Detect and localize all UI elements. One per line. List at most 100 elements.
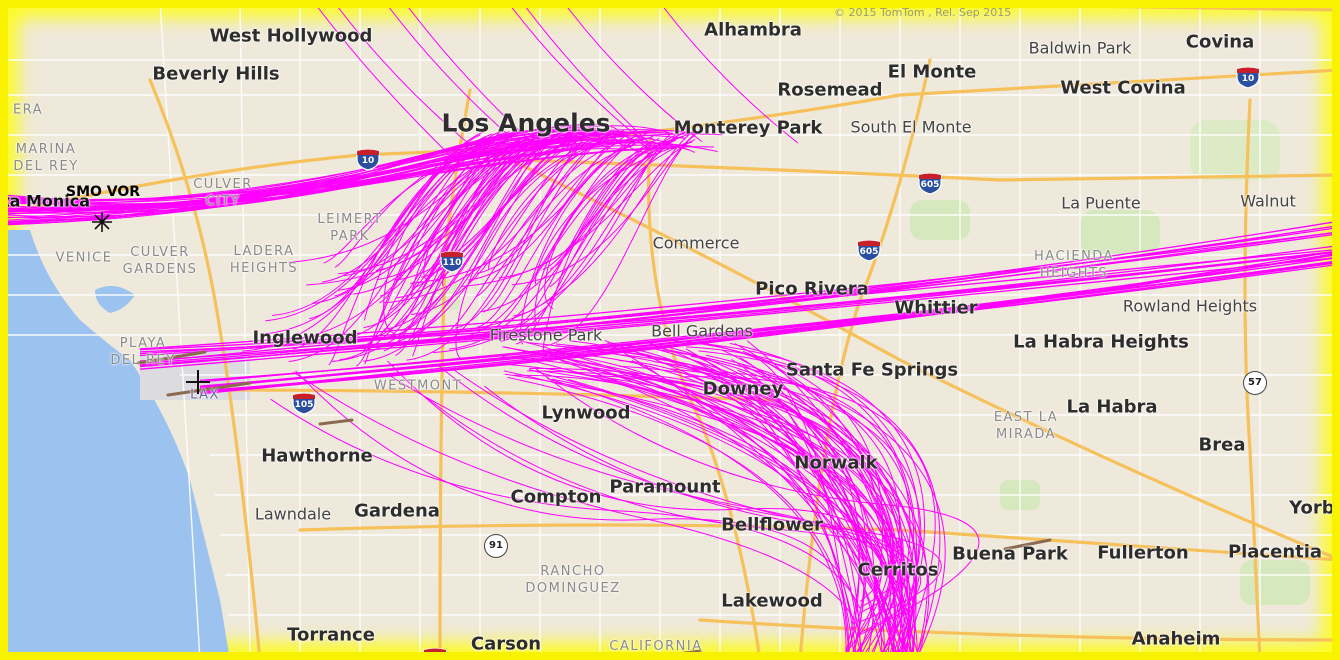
flight-track bbox=[338, 136, 535, 275]
flight-track bbox=[8, 130, 683, 222]
flight-track bbox=[139, 221, 1332, 351]
flight-track bbox=[322, 141, 530, 283]
flight-track bbox=[461, 138, 696, 287]
place-label-fullerton: Fullerton bbox=[1097, 542, 1189, 564]
place-label-covina: Covina bbox=[1185, 31, 1255, 53]
place-label-yorba: Yorba bbox=[1289, 497, 1332, 519]
flight-track bbox=[731, 358, 900, 652]
place-label-cerritos: Cerritos bbox=[857, 559, 939, 581]
place-label-commerce: Commerce bbox=[652, 233, 740, 253]
place-label-alhambra: Alhambra bbox=[704, 19, 802, 41]
place-label-la-habra: La Habra bbox=[1066, 396, 1158, 418]
flight-track bbox=[468, 129, 625, 281]
neighborhood-label: VENICE bbox=[55, 250, 113, 266]
neighborhood-label: CALIFORNIAHEIGHTS bbox=[609, 639, 703, 652]
flight-track bbox=[387, 360, 883, 631]
flight-track bbox=[504, 373, 893, 652]
shield-number: 110 bbox=[442, 258, 462, 268]
freeway-sr57 bbox=[1243, 98, 1262, 652]
neighborhood-label: ERA bbox=[12, 102, 44, 118]
interstate-shield-icon: 10 bbox=[1235, 66, 1261, 89]
flight-track bbox=[199, 251, 1332, 392]
flight-track bbox=[512, 132, 683, 317]
place-label-firestone-park: Firestone Park bbox=[489, 325, 603, 345]
flight-track bbox=[721, 349, 903, 652]
freeway-i405 bbox=[148, 78, 261, 652]
flight-track bbox=[542, 133, 697, 347]
flight-track bbox=[560, 360, 896, 652]
freeway-sr60 bbox=[518, 158, 1332, 182]
freeway-i710 bbox=[647, 138, 761, 652]
shield-number: 605 bbox=[920, 180, 940, 190]
flight-track bbox=[691, 367, 904, 652]
place-label-bell-gardens: Bell Gardens bbox=[651, 321, 753, 341]
flight-track bbox=[475, 143, 637, 298]
place-label-carson: Carson bbox=[470, 633, 542, 653]
flight-track bbox=[683, 340, 884, 652]
flight-track bbox=[528, 368, 911, 652]
freeway-i105 bbox=[208, 388, 782, 402]
flight-track bbox=[662, 348, 946, 652]
place-label-placentia: Placentia bbox=[1227, 541, 1323, 563]
place-label-santa-monica: ta Monica bbox=[8, 191, 91, 211]
flight-track bbox=[408, 8, 544, 154]
flight-track bbox=[517, 140, 655, 325]
neighborhood-label: WESTMONT bbox=[373, 378, 463, 394]
map-canvas[interactable]: © 2015 TomTom , Rel. Sep 2015 West Holly… bbox=[8, 8, 1332, 652]
flight-track bbox=[686, 346, 918, 652]
flight-track bbox=[317, 8, 453, 158]
freeway-i605 bbox=[799, 58, 932, 652]
flight-track bbox=[383, 138, 603, 304]
flight-track bbox=[423, 131, 555, 280]
flight-track bbox=[437, 365, 911, 614]
flight-track bbox=[389, 375, 884, 602]
flight-track bbox=[746, 340, 895, 652]
flight-track bbox=[647, 342, 907, 652]
airport-icon bbox=[186, 370, 210, 394]
interstate-shield-icon: 105 bbox=[291, 392, 317, 415]
flight-track bbox=[199, 254, 1332, 382]
flight-track bbox=[657, 348, 918, 652]
place-label-bellflower: Bellflower bbox=[721, 514, 823, 536]
flight-track bbox=[363, 134, 558, 362]
place-label-norwalk: Norwalk bbox=[794, 452, 878, 474]
place-label-beverly-hills: Beverly Hills bbox=[152, 63, 280, 85]
flight-track bbox=[684, 376, 936, 652]
flight-track bbox=[511, 129, 700, 286]
freeway-sr22 bbox=[698, 618, 1332, 642]
place-label-pico-rivera: Pico Rivera bbox=[755, 278, 869, 300]
place-label-hawthorne: Hawthorne bbox=[261, 445, 373, 467]
flight-track bbox=[8, 138, 635, 214]
flight-track bbox=[199, 253, 1332, 394]
state-route-shield-icon: 91 bbox=[484, 534, 508, 558]
flight-track bbox=[139, 234, 1332, 355]
place-label-walnut: Walnut bbox=[1240, 191, 1296, 211]
place-label-monterey-park: Monterey Park bbox=[673, 117, 823, 139]
flight-track bbox=[410, 142, 582, 316]
flight-track bbox=[674, 340, 925, 652]
flight-track bbox=[663, 8, 799, 144]
flight-track bbox=[555, 345, 875, 652]
map-copyright: © 2015 TomTom , Rel. Sep 2015 bbox=[834, 8, 1012, 19]
flight-track bbox=[329, 139, 559, 344]
place-label-lynwood: Lynwood bbox=[541, 402, 631, 424]
flight-track bbox=[383, 131, 516, 335]
flight-track bbox=[741, 364, 905, 652]
park-area bbox=[910, 200, 970, 240]
flight-track bbox=[413, 131, 564, 289]
shield-number: 105 bbox=[294, 400, 314, 410]
flight-track bbox=[525, 8, 661, 154]
flight-track bbox=[433, 135, 639, 341]
place-label-anaheim: Anaheim bbox=[1131, 628, 1221, 650]
place-label-lakewood: Lakewood bbox=[721, 590, 823, 612]
flight-track bbox=[410, 143, 627, 284]
flight-track bbox=[502, 346, 915, 652]
place-label-whittier: Whittier bbox=[894, 297, 978, 319]
vor-icon bbox=[92, 212, 112, 232]
